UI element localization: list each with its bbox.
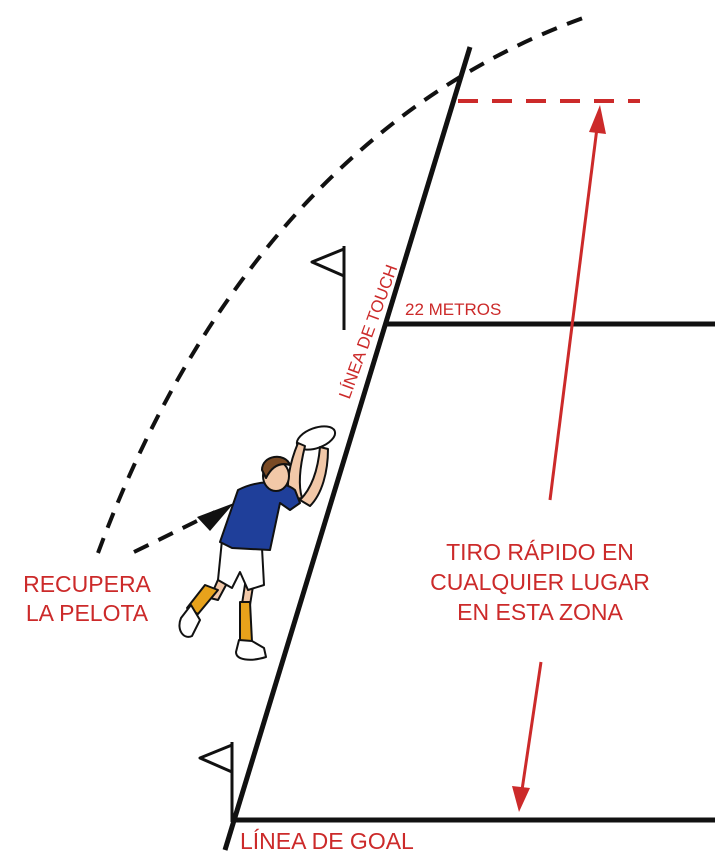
zone-label: TIRO RÁPIDO EN CUALQUIER LUGAR EN ESTA Z…	[395, 537, 685, 627]
recover-label-line1: RECUPERA	[23, 571, 151, 597]
recover-label-line2: LA PELOTA	[25, 600, 149, 626]
zone-arrow-up-head	[589, 105, 606, 134]
twenty-two-label: 22 METROS	[405, 300, 502, 319]
run-arrowhead	[197, 503, 234, 531]
zone-label-line2: CUALQUIER LUGAR	[430, 569, 650, 595]
zone-label-line3: EN ESTA ZONA	[457, 599, 623, 625]
flag-bottom	[198, 742, 234, 822]
goal-line-label: LÍNEA DE GOAL	[240, 828, 414, 854]
zone-arrow-down-shaft	[520, 661, 543, 791]
rugby-player	[178, 425, 337, 661]
recover-label: RECUPERA LA PELOTA	[0, 570, 174, 628]
touch-line	[222, 46, 473, 851]
zone-label-line1: TIRO RÁPIDO EN	[446, 539, 634, 565]
zone-arrow-up-shaft	[548, 127, 599, 501]
trajectory-arc	[96, 16, 584, 554]
flag-top	[310, 246, 346, 330]
zone-arrow-down-head	[512, 786, 530, 812]
